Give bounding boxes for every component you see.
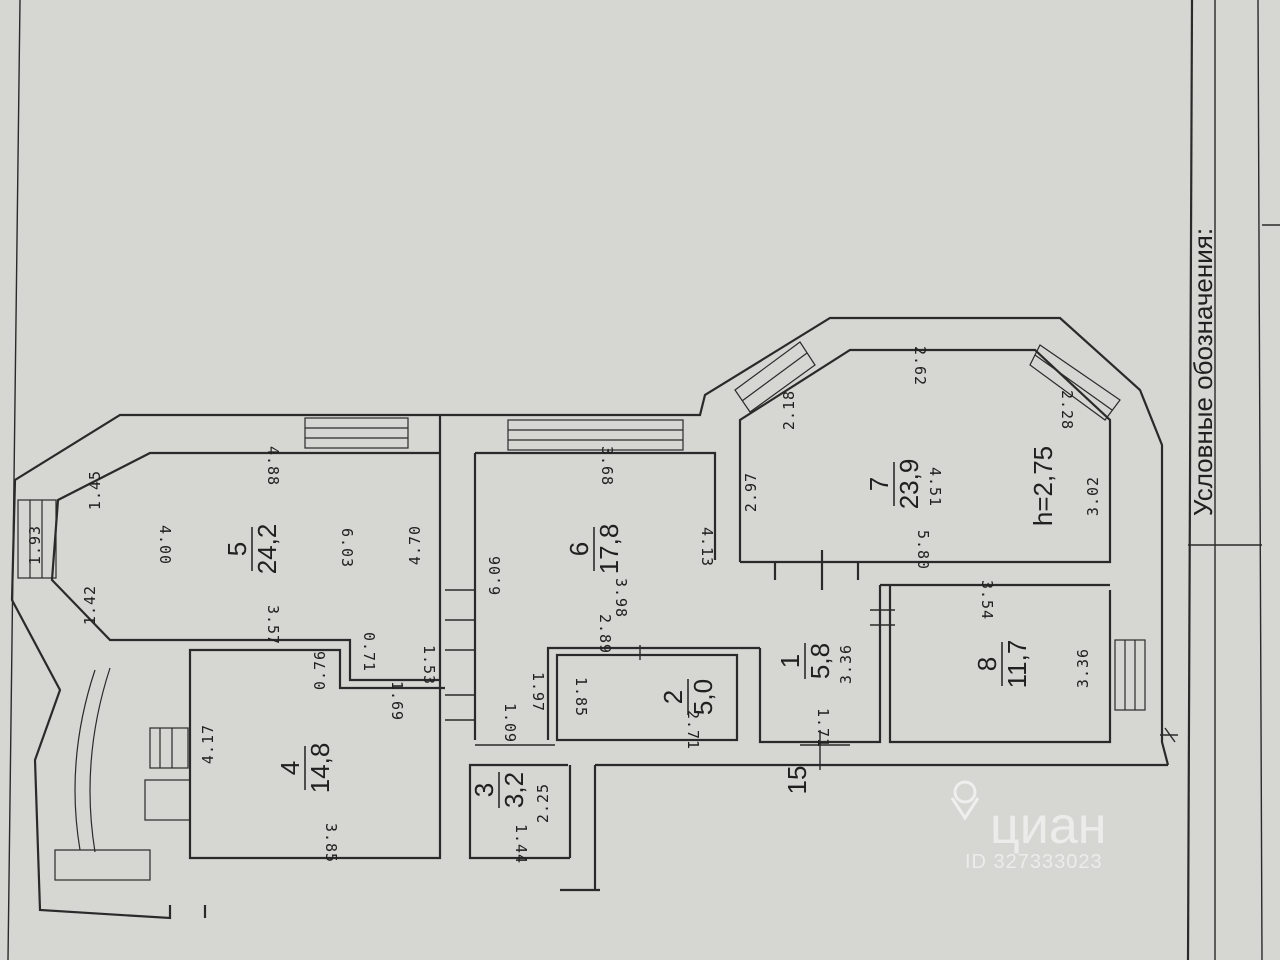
room-4-area: 14,8: [305, 743, 335, 794]
watermark: циан ID 327333023: [950, 780, 1106, 873]
window-room-4-left: [144, 727, 191, 821]
dimension: 3.54: [978, 580, 996, 620]
doors: [445, 589, 1178, 746]
dimension: 2.71: [684, 710, 702, 750]
room-8-number: 8: [972, 657, 1002, 671]
windows: [17, 341, 1146, 881]
room-5-area: 24,2: [252, 524, 282, 575]
room-6-walls: [473, 451, 760, 740]
dimension: 2.89: [596, 614, 614, 654]
room-7-number: 7: [864, 477, 894, 491]
dimension: 1.69: [388, 681, 406, 721]
dimension: 3.85: [322, 823, 340, 863]
room-labels: 5 24,2 6 17,8 7 23,9 4 14,8 2 5,0 3 3,2: [222, 446, 1058, 808]
dimension: 2.62: [911, 346, 929, 386]
room-2-area: 5,0: [688, 679, 718, 715]
dimension: 3.36: [1074, 648, 1092, 688]
room-4-number: 4: [275, 761, 305, 775]
room-6-label: 6 17,8: [564, 524, 624, 575]
wall-thickness-label: 15: [782, 766, 812, 795]
room-5-number: 5: [222, 542, 252, 556]
dimension: 4.13: [698, 527, 716, 567]
dimension: 0.76: [311, 650, 329, 690]
window-room-5-left: [17, 499, 57, 579]
room-2-walls: [555, 653, 739, 742]
room-8-area: 11,7: [1002, 640, 1032, 689]
legend-title: Условные обозначения:: [1188, 228, 1218, 516]
dimension: 3.98: [612, 578, 630, 618]
dimension: 2.18: [780, 390, 798, 430]
outer-walls: [10, 316, 1170, 920]
dimension: 2.25: [534, 783, 552, 823]
corridor-walls: [758, 583, 1112, 770]
dimension: 3.57: [264, 605, 282, 645]
room-7-area: 23,9: [894, 459, 924, 510]
dimension: 3.68: [598, 446, 616, 486]
ceiling-height-label: h=2,75: [1028, 446, 1058, 526]
dimension: 6.06: [486, 555, 504, 595]
room-5-walls: [50, 451, 440, 682]
room-6-number: 6: [564, 542, 594, 556]
location-pin-icon: [950, 780, 980, 821]
watermark-brand: циан: [990, 797, 1106, 855]
loggia-outline: [54, 667, 151, 881]
room-3-area: 3,2: [499, 772, 529, 808]
room-1-number: 1: [775, 654, 805, 668]
dimension: 2.97: [742, 472, 760, 512]
dimension: 4.70: [406, 525, 424, 565]
dimension: 1.71: [814, 708, 832, 748]
room-8-label: 8 11,7: [972, 640, 1032, 689]
dimension: 1.44: [512, 824, 530, 864]
room-4-label: 4 14,8: [275, 743, 335, 794]
room-3-label: 3 3,2: [469, 772, 529, 808]
dimension: 4.00: [156, 525, 174, 565]
dimension: 1.45: [86, 470, 104, 510]
dimension: 1.97: [529, 672, 547, 712]
room-7-label: 7 23,9: [864, 459, 924, 510]
dimension: 5.80: [914, 530, 932, 570]
dimension: 6.03: [338, 528, 356, 568]
dimension: 1.09: [501, 703, 519, 743]
dimension: 0.71: [360, 632, 378, 672]
dimension: 4.51: [926, 467, 944, 507]
dimension: 1.93: [26, 525, 44, 565]
room-1-area: 5,8: [805, 643, 835, 679]
room-3-number: 3: [469, 783, 499, 797]
room-2-number: 2: [658, 690, 688, 704]
watermark-id: ID 327333023: [965, 851, 1103, 873]
window-room-8-right: [1114, 639, 1146, 711]
room-5-label: 5 24,2: [222, 524, 282, 575]
dimension: 4.88: [264, 446, 282, 486]
room-2-label: 2 5,0: [658, 679, 718, 715]
window-room-7-right: [1029, 344, 1121, 421]
dimension: 3.36: [837, 644, 855, 684]
window-room-7-left: [734, 341, 816, 413]
window-room-5-top: [304, 417, 409, 449]
dimension: 2.28: [1058, 390, 1076, 430]
dimension: 1.42: [81, 585, 99, 625]
sheet-frame: [7, 0, 1280, 960]
room-1-label: 1 5,8: [775, 643, 835, 679]
dimension: 1.85: [572, 677, 590, 717]
dimension: 4.17: [199, 724, 217, 764]
dimension-labels: 4.88 1.45 1.93 1.42 4.00 6.03 4.70 3.57 …: [26, 346, 1102, 864]
window-room-6-top: [507, 419, 684, 451]
room-7-walls: [738, 348, 1112, 590]
dimension: 1.53: [420, 645, 438, 685]
dimension: 3.02: [1084, 476, 1102, 516]
room-6-area: 17,8: [594, 524, 624, 575]
